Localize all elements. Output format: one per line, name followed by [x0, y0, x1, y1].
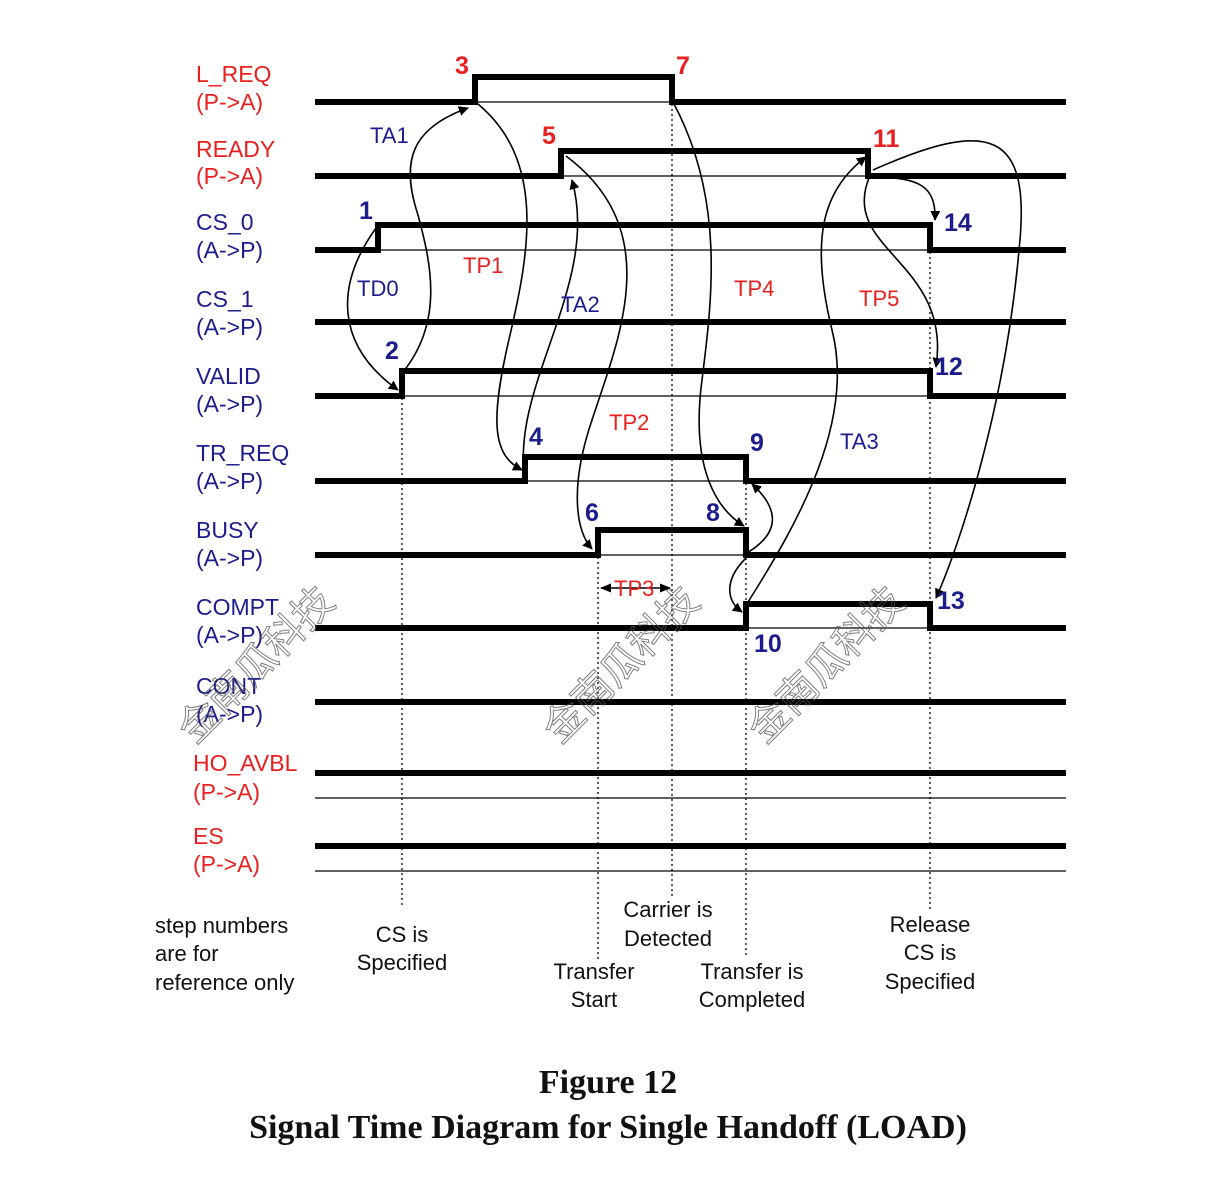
waveform-tr-req: [315, 454, 1066, 484]
signal-name-es: ES: [193, 823, 224, 849]
step-11: 11: [873, 125, 900, 153]
figure-title: Signal Time Diagram for Single Handoff (…: [249, 1109, 967, 1146]
signal-dir-cs1: (A->P): [196, 314, 263, 340]
signal-dir-cont: (A->P): [196, 701, 263, 727]
note-release-cs-3: Specified: [885, 969, 976, 994]
timing-arrows: [346, 103, 1023, 613]
arrow-tp4: [673, 103, 744, 527]
signal-name-cs1: CS_1: [196, 286, 254, 312]
step-5: 5: [542, 122, 556, 150]
signal-name-tr-req: TR_REQ: [196, 440, 289, 466]
label-ta2: TA2: [561, 292, 600, 317]
note-cs-specified-1: CS is: [376, 922, 429, 947]
step-1: 1: [359, 197, 373, 225]
step-numbers: 1 2 3 4 5 6 7 8 9 10 11 12 13 14: [359, 52, 972, 658]
signal-dir-ready: (P->A): [196, 163, 263, 189]
signal-name-l-req: L_REQ: [196, 61, 271, 87]
arrow-td0: [346, 227, 398, 391]
arrow-tp1: [477, 103, 528, 471]
signal-name-cs0: CS_0: [196, 209, 254, 235]
step-13: 13: [937, 587, 965, 615]
signal-name-ready: READY: [196, 136, 275, 162]
arrow-8-to-9: [746, 484, 774, 554]
note-carrier-detected-1: Carrier is: [623, 897, 712, 922]
signal-name-compt: COMPT: [196, 594, 279, 620]
note-cs-specified-2: Specified: [357, 950, 448, 975]
signal-name-valid: VALID: [196, 363, 261, 389]
arrow-11-to-13: [872, 140, 1023, 598]
step-6: 6: [585, 499, 599, 527]
timing-labels: TA1 TD0 TP1 TA2 TP4 TP5 TP2 TA3 TP3: [357, 123, 899, 601]
note-step-numbers-3: reference only: [155, 970, 294, 995]
label-td0: TD0: [357, 276, 399, 301]
note-transfer-start-1: Transfer: [553, 959, 634, 984]
signal-dir-cs0: (A->P): [196, 237, 263, 263]
step-7: 7: [676, 52, 690, 80]
step-3: 3: [455, 52, 469, 80]
step-2: 2: [385, 337, 399, 365]
signal-name-cont: CONT: [196, 673, 261, 699]
note-step-numbers-1: step numbers: [155, 913, 288, 938]
waveform-compt: [315, 601, 1066, 631]
label-tp2: TP2: [609, 410, 649, 435]
label-tp5: TP5: [859, 286, 899, 311]
note-release-cs-1: Release: [890, 912, 971, 937]
signal-name-ho-avbl: HO_AVBL: [193, 750, 298, 776]
figure-number: Figure 12: [539, 1064, 677, 1101]
arrow-tp5: [863, 177, 937, 367]
step-4: 4: [529, 423, 543, 451]
waveform-ready: [315, 148, 1066, 179]
watermark: 金南瓜科技: [535, 578, 709, 752]
note-release-cs-2: CS is: [904, 940, 957, 965]
arrow-11-to-14: [869, 176, 935, 220]
step-14: 14: [944, 209, 972, 237]
signal-dir-l-req: (P->A): [196, 89, 263, 115]
reference-lines: [401, 104, 931, 960]
step-12: 12: [935, 353, 963, 381]
signal-dir-busy: (A->P): [196, 545, 263, 571]
signal-labels: L_REQ (P->A) READY (P->A) CS_0 (A->P) CS…: [193, 61, 298, 877]
waveform-l-req: [315, 74, 1066, 105]
event-notes: step numbers are for reference only CS i…: [155, 897, 975, 1012]
waveform-valid: [315, 368, 1066, 399]
label-ta3: TA3: [840, 429, 879, 454]
label-tp1: TP1: [463, 253, 503, 278]
arrow-ta1: [402, 108, 468, 373]
signal-dir-ho-avbl: (P->A): [193, 779, 260, 805]
signal-dir-es: (P->A): [193, 851, 260, 877]
signal-dir-valid: (A->P): [196, 391, 263, 417]
arrow-ta3: [747, 156, 866, 603]
arrow-tp2: [565, 155, 628, 549]
arrow-9-to-10: [729, 557, 747, 613]
step-10: 10: [754, 630, 782, 658]
signal-name-busy: BUSY: [196, 517, 259, 543]
waveform-cs0: [315, 222, 1066, 253]
note-step-numbers-2: are for: [155, 941, 219, 966]
step-8: 8: [706, 499, 720, 527]
label-tp3: TP3: [614, 576, 654, 601]
note-carrier-detected-2: Detected: [624, 926, 712, 951]
note-transfer-completed-2: Completed: [699, 987, 805, 1012]
waveform-busy: [315, 527, 1066, 558]
waveforms: [315, 74, 1066, 872]
arrow-ta2: [522, 180, 577, 471]
signal-dir-compt: (A->P): [196, 622, 263, 648]
label-tp4: TP4: [734, 276, 774, 301]
note-transfer-start-2: Start: [571, 987, 617, 1012]
step-9: 9: [750, 429, 764, 457]
label-ta1: TA1: [370, 123, 409, 148]
signal-dir-tr-req: (A->P): [196, 468, 263, 494]
note-transfer-completed-1: Transfer is: [700, 959, 803, 984]
